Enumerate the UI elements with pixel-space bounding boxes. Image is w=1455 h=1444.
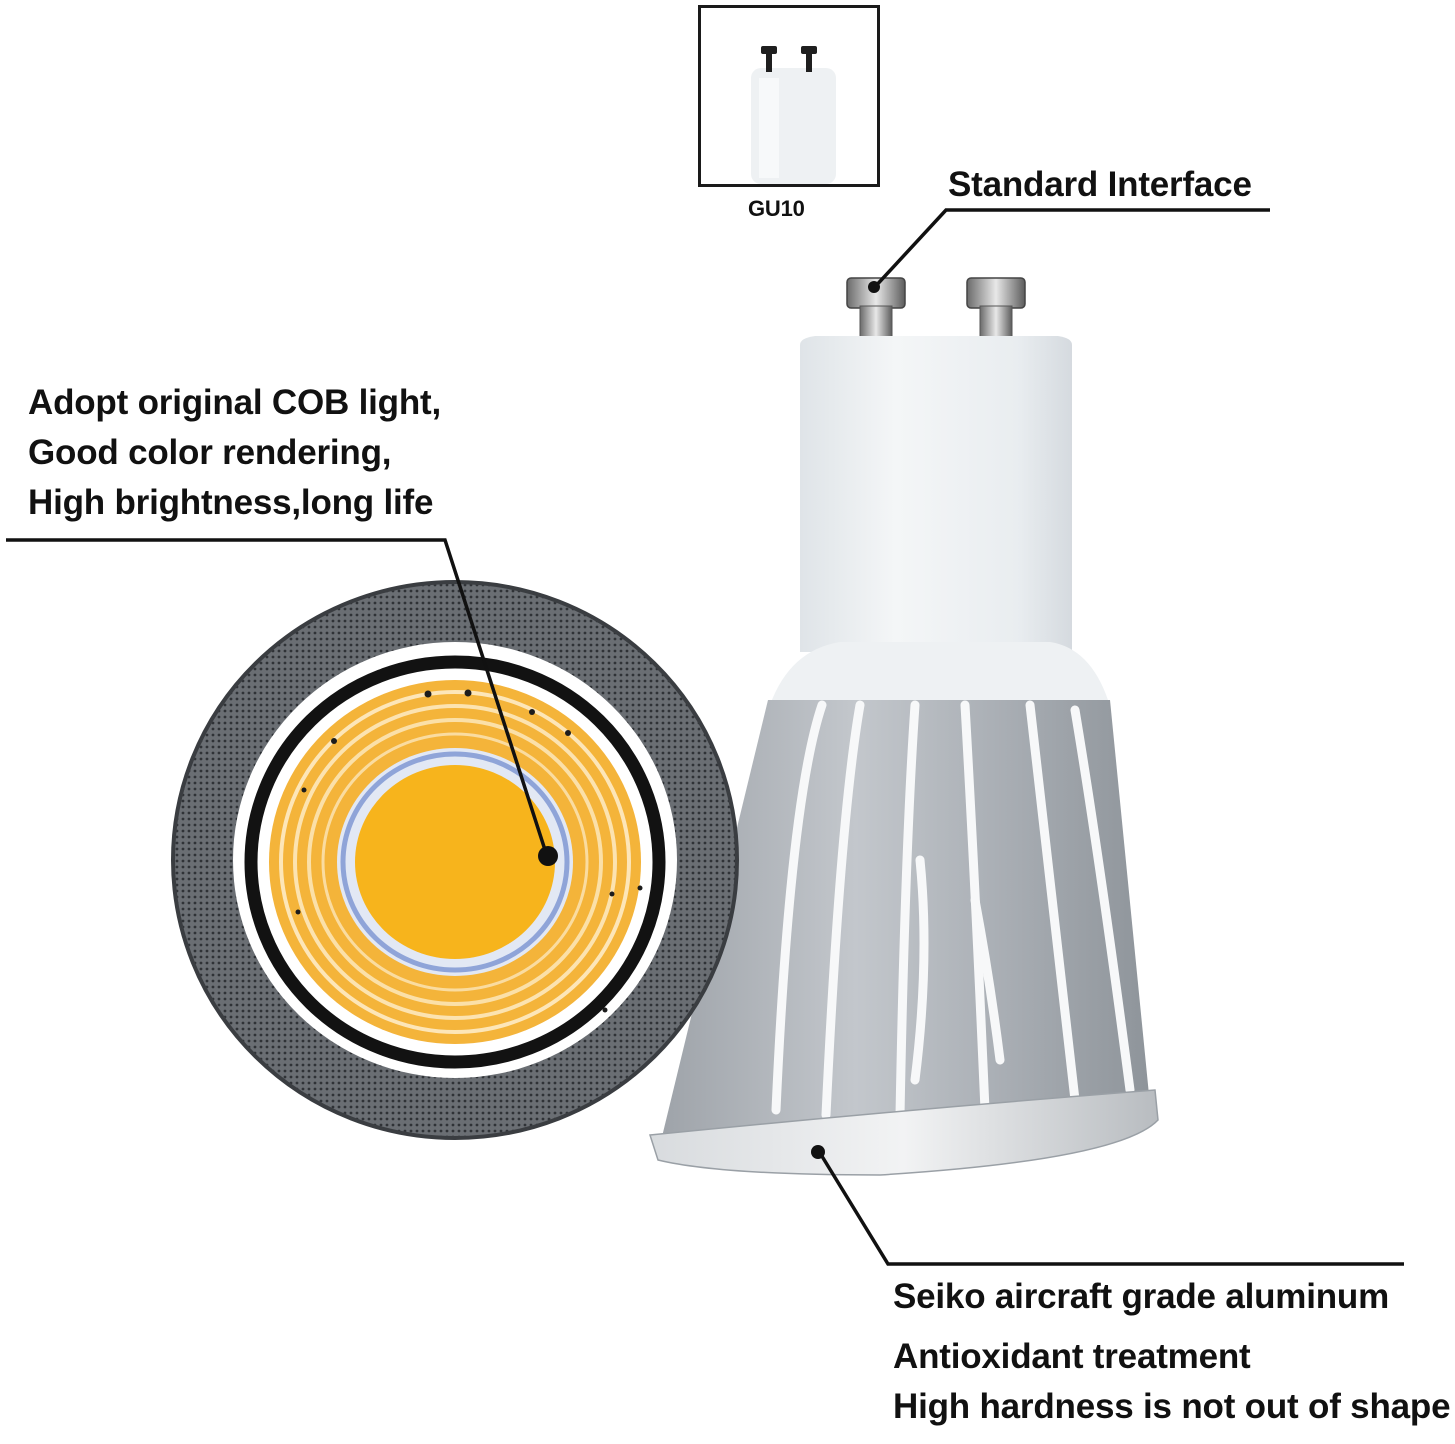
standard-interface-label: Standard Interface [948,165,1252,204]
gu10-caption: GU10 [748,196,805,221]
aluminum-line-1: Seiko aircraft grade aluminum [893,1277,1390,1316]
gu10-inset-box [698,5,880,187]
callout-anchor-cob [538,846,558,866]
callout-lines [6,208,1404,1266]
aluminum-feature-text: Seiko aircraft grade aluminum Antioxidan… [893,1272,1451,1432]
callout-anchor-aluminum [811,1145,825,1159]
cob-lens-face [171,580,739,1140]
cob-line-2: Good color rendering, [28,433,392,472]
gu10-base-icon [751,46,836,184]
cob-line-1: Adopt original COB light, [28,383,442,422]
cob-line-3: High brightness,long life [28,483,434,522]
aluminum-heatsink [649,700,1159,1176]
callout-anchor-interface [868,281,880,293]
ceramic-base [770,336,1108,705]
aluminum-line-2: Antioxidant treatment [893,1337,1251,1376]
aluminum-line-3: High hardness is not out of shape [893,1387,1451,1426]
cob-feature-text: Adopt original COB light, Good color ren… [28,378,441,528]
